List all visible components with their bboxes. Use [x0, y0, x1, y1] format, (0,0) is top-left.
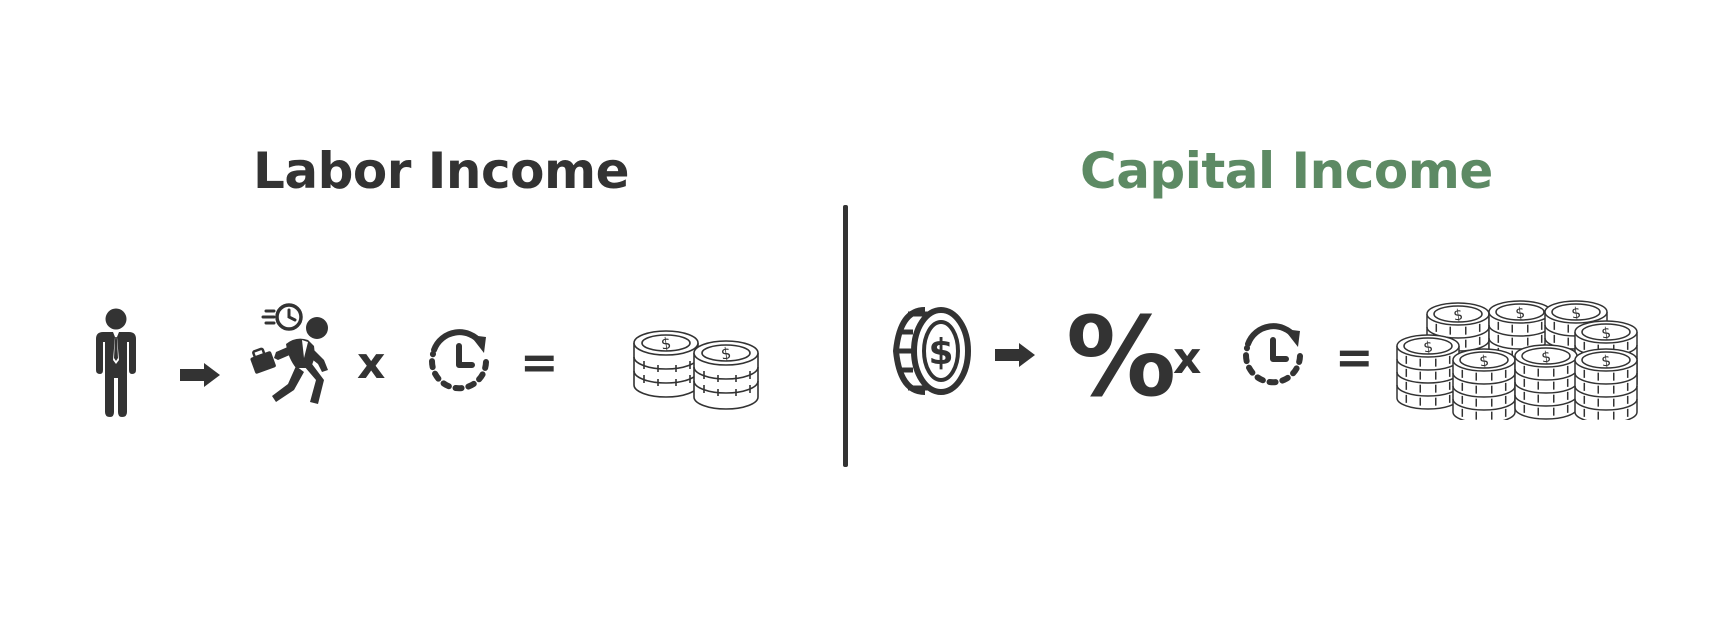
coin-stack: $: [1574, 348, 1638, 420]
clock-icon: [1243, 323, 1303, 386]
svg-text:$: $: [1600, 323, 1612, 342]
arrow-right-icon: [995, 343, 1035, 367]
svg-text:$: $: [660, 333, 673, 353]
times-operator: x: [357, 338, 386, 389]
arrow-right-icon: [180, 363, 220, 387]
svg-text:$: $: [720, 343, 733, 363]
svg-text:$: $: [1452, 305, 1464, 324]
times-operator: x: [1173, 333, 1202, 384]
coin-pile-icon: $ $ $ $ $ $ $ $: [1396, 300, 1638, 420]
section-divider: [843, 205, 848, 467]
svg-text:$: $: [1540, 347, 1552, 366]
person-icon: [96, 308, 136, 417]
labor-income-title: Labor Income: [253, 142, 630, 200]
svg-text:$: $: [1422, 337, 1434, 356]
coin-stack: $: [1452, 348, 1516, 420]
clock-icon: [429, 329, 489, 392]
svg-text:$: $: [928, 332, 953, 373]
percent-icon: %: [1066, 293, 1176, 421]
svg-text:$: $: [1570, 303, 1582, 322]
coin-stack: $: [1396, 334, 1460, 410]
equals-operator: =: [520, 335, 559, 389]
worker-running-icon: [250, 303, 328, 404]
coin-stacks-icon: $ $: [633, 330, 759, 410]
capital-income-title: Capital Income: [1080, 142, 1493, 200]
dollar-coin-icon: $: [892, 307, 971, 395]
svg-text:$: $: [1600, 351, 1612, 370]
equals-operator: =: [1335, 330, 1374, 384]
svg-text:$: $: [1478, 351, 1490, 370]
coin-stack: $: [1514, 344, 1578, 420]
svg-text:$: $: [1514, 303, 1526, 322]
